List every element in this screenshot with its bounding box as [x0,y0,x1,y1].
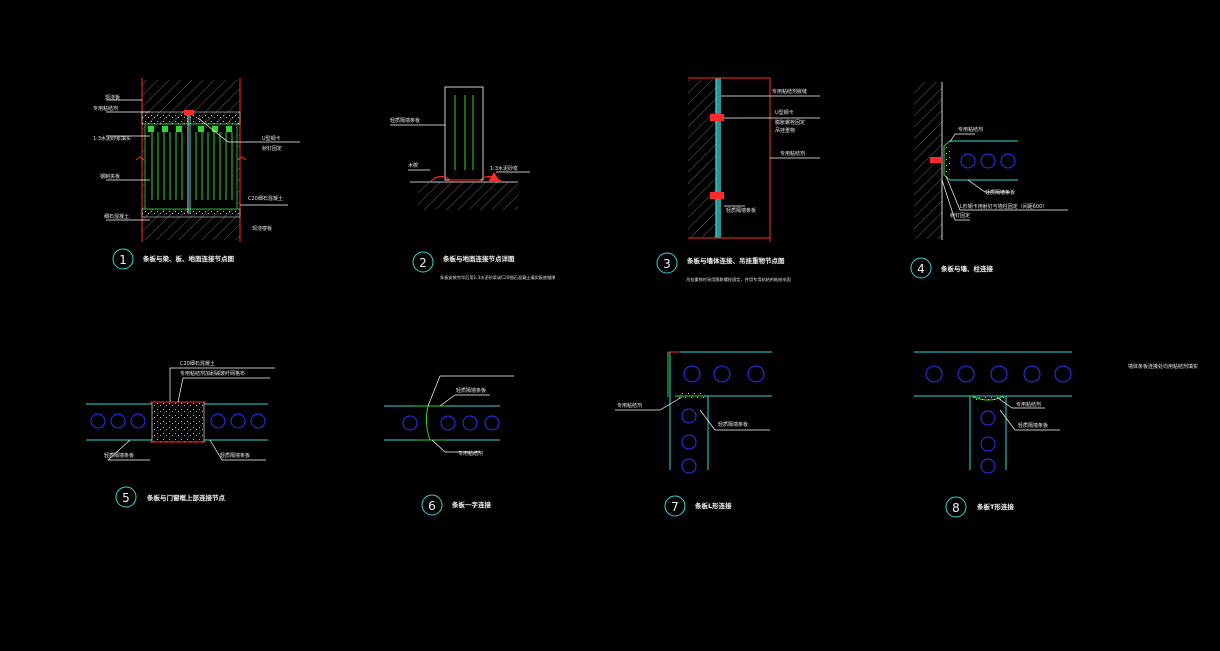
detail-1-number-circle [112,248,134,270]
detail-2-label-2: 1:3水泥砂浆 [490,165,518,172]
detail-1-label-6: C20细石混凝土 [248,195,283,202]
detail-7-label-1: 轻质隔墙条板 [718,421,748,428]
detail-1-label-4: 射钉固定 [262,145,282,152]
detail-5-label-3: 轻质隔墙条板 [220,452,250,459]
detail-7: 7 条板L形连接 专用粘结剂 轻质隔墙条板 [615,351,772,517]
detail-1-label-5: 钢制夹板 [100,173,120,180]
detail-2-subtitle: 条板安装完毕后用1:3水泥砂浆或C20细石混凝土填实板底缝隙 [440,274,556,281]
detail-1-panel-cores [151,132,233,200]
detail-2-number: 2 [419,256,427,270]
detail-5-title: 条板与门窗框上部连接节点 [147,493,226,502]
detail-7-number: 7 [671,500,679,514]
detail-3-subtitle: 吊挂重物时采用膨胀螺栓固定，并用专用粘结剂粘结牢固 [686,276,791,283]
detail-6-label-1: 专用粘结剂 [458,450,483,457]
detail-6: 6 条板一字连接 轻质隔墙条板 专用粘结剂 [384,375,514,516]
detail-8: 8 条板T形连接 专用粘结剂 轻质隔墙条板 [914,351,1072,518]
detail-6-number: 6 [428,499,436,513]
detail-8-label-0: 专用粘结剂 [1016,401,1041,408]
detail-4-number: 4 [917,262,925,276]
detail-5: 5 条板与门窗框上部连接节点 C20细石混凝土 专用粘结剂加耐碱玻纤网格布 轻质… [86,360,275,508]
detail-5-label-1: 专用粘结剂加耐碱玻纤网格布 [180,370,245,377]
detail-8-label-1: 轻质隔墙条板 [1018,422,1048,429]
detail-4-label-2: L形钢卡用射钉与墙柱固定（间距600） [960,203,1047,210]
detail-2-title: 条板与地面连接节点详图 [443,254,515,263]
detail-5-number: 5 [122,491,130,505]
detail-1-number: 1 [119,253,127,267]
detail-1-label-3: U型钢卡 [262,135,281,142]
detail-6-label-0: 轻质隔墙条板 [456,387,486,394]
detail-4-title: 条板与墙、柱连接 [941,264,994,273]
detail-7-label-0: 专用粘结剂 [617,402,642,409]
detail-4-label-3: 射钉固定 [950,212,970,219]
detail-5-label-2: 轻质隔墙条板 [104,452,134,459]
detail-1-title: 条板与梁、板、地面连接节点图 [143,254,235,263]
detail-8-title: 条板T形连接 [977,502,1014,511]
detail-3-title: 条板与墙体连接、吊挂重物节点图 [687,256,785,265]
detail-4-label-0: 专用粘结剂 [958,126,983,133]
general-note: 墙体条板连接处均用粘结剂填实 [1128,363,1198,370]
detail-3-label-2: 膨胀螺栓固定 [775,119,805,126]
detail-4-label-1: 轻质隔墙条板 [985,189,1015,196]
detail-1-label-2: 1:3水泥砂浆填实 [93,135,131,142]
detail-1-label-7: 细石混凝土 [104,213,129,220]
detail-3-label-5: 轻质隔墙条板 [726,207,756,214]
detail-4: 4 条板与墙、柱连接 专用粘结剂 轻质隔墙条板 L形钢卡用射钉与墙柱固定（间距6… [910,82,1068,279]
detail-6-title: 条板一字连接 [452,500,492,509]
detail-8-number: 8 [952,501,960,515]
detail-2-label-1: 木楔 [408,162,418,169]
detail-3-label-0: 专用粘结剂嵌缝 [772,88,807,95]
detail-1-label-1: 专用粘结剂 [93,105,118,112]
detail-1: 1 条板与梁、板、地面连接节点图 现浇板 专用粘结剂 1:3水泥砂浆填实 U型钢… [93,78,300,270]
detail-3-label-1: U型钢卡 [775,109,794,116]
detail-7-title: 条板L形连接 [695,501,732,510]
detail-3-label-4: 专用粘结剂 [780,150,805,157]
detail-3-label-3: 吊挂重物 [775,127,795,134]
detail-1-label-0: 现浇板 [105,94,120,101]
detail-3-number: 3 [663,257,671,271]
detail-2-label-0: 轻质隔墙条板 [390,117,420,124]
detail-5-label-0: C20细石混凝土 [180,360,215,367]
detail-2: 2 条板与地面连接节点详图 条板安装完毕后用1:3水泥砂浆或C20细石混凝土填实… [390,86,556,281]
detail-1-label-8: 现浇楼板 [252,225,272,232]
detail-3: 3 条板与墙体连接、吊挂重物节点图 吊挂重物时采用膨胀螺栓固定，并用专用粘结剂粘… [656,77,820,283]
